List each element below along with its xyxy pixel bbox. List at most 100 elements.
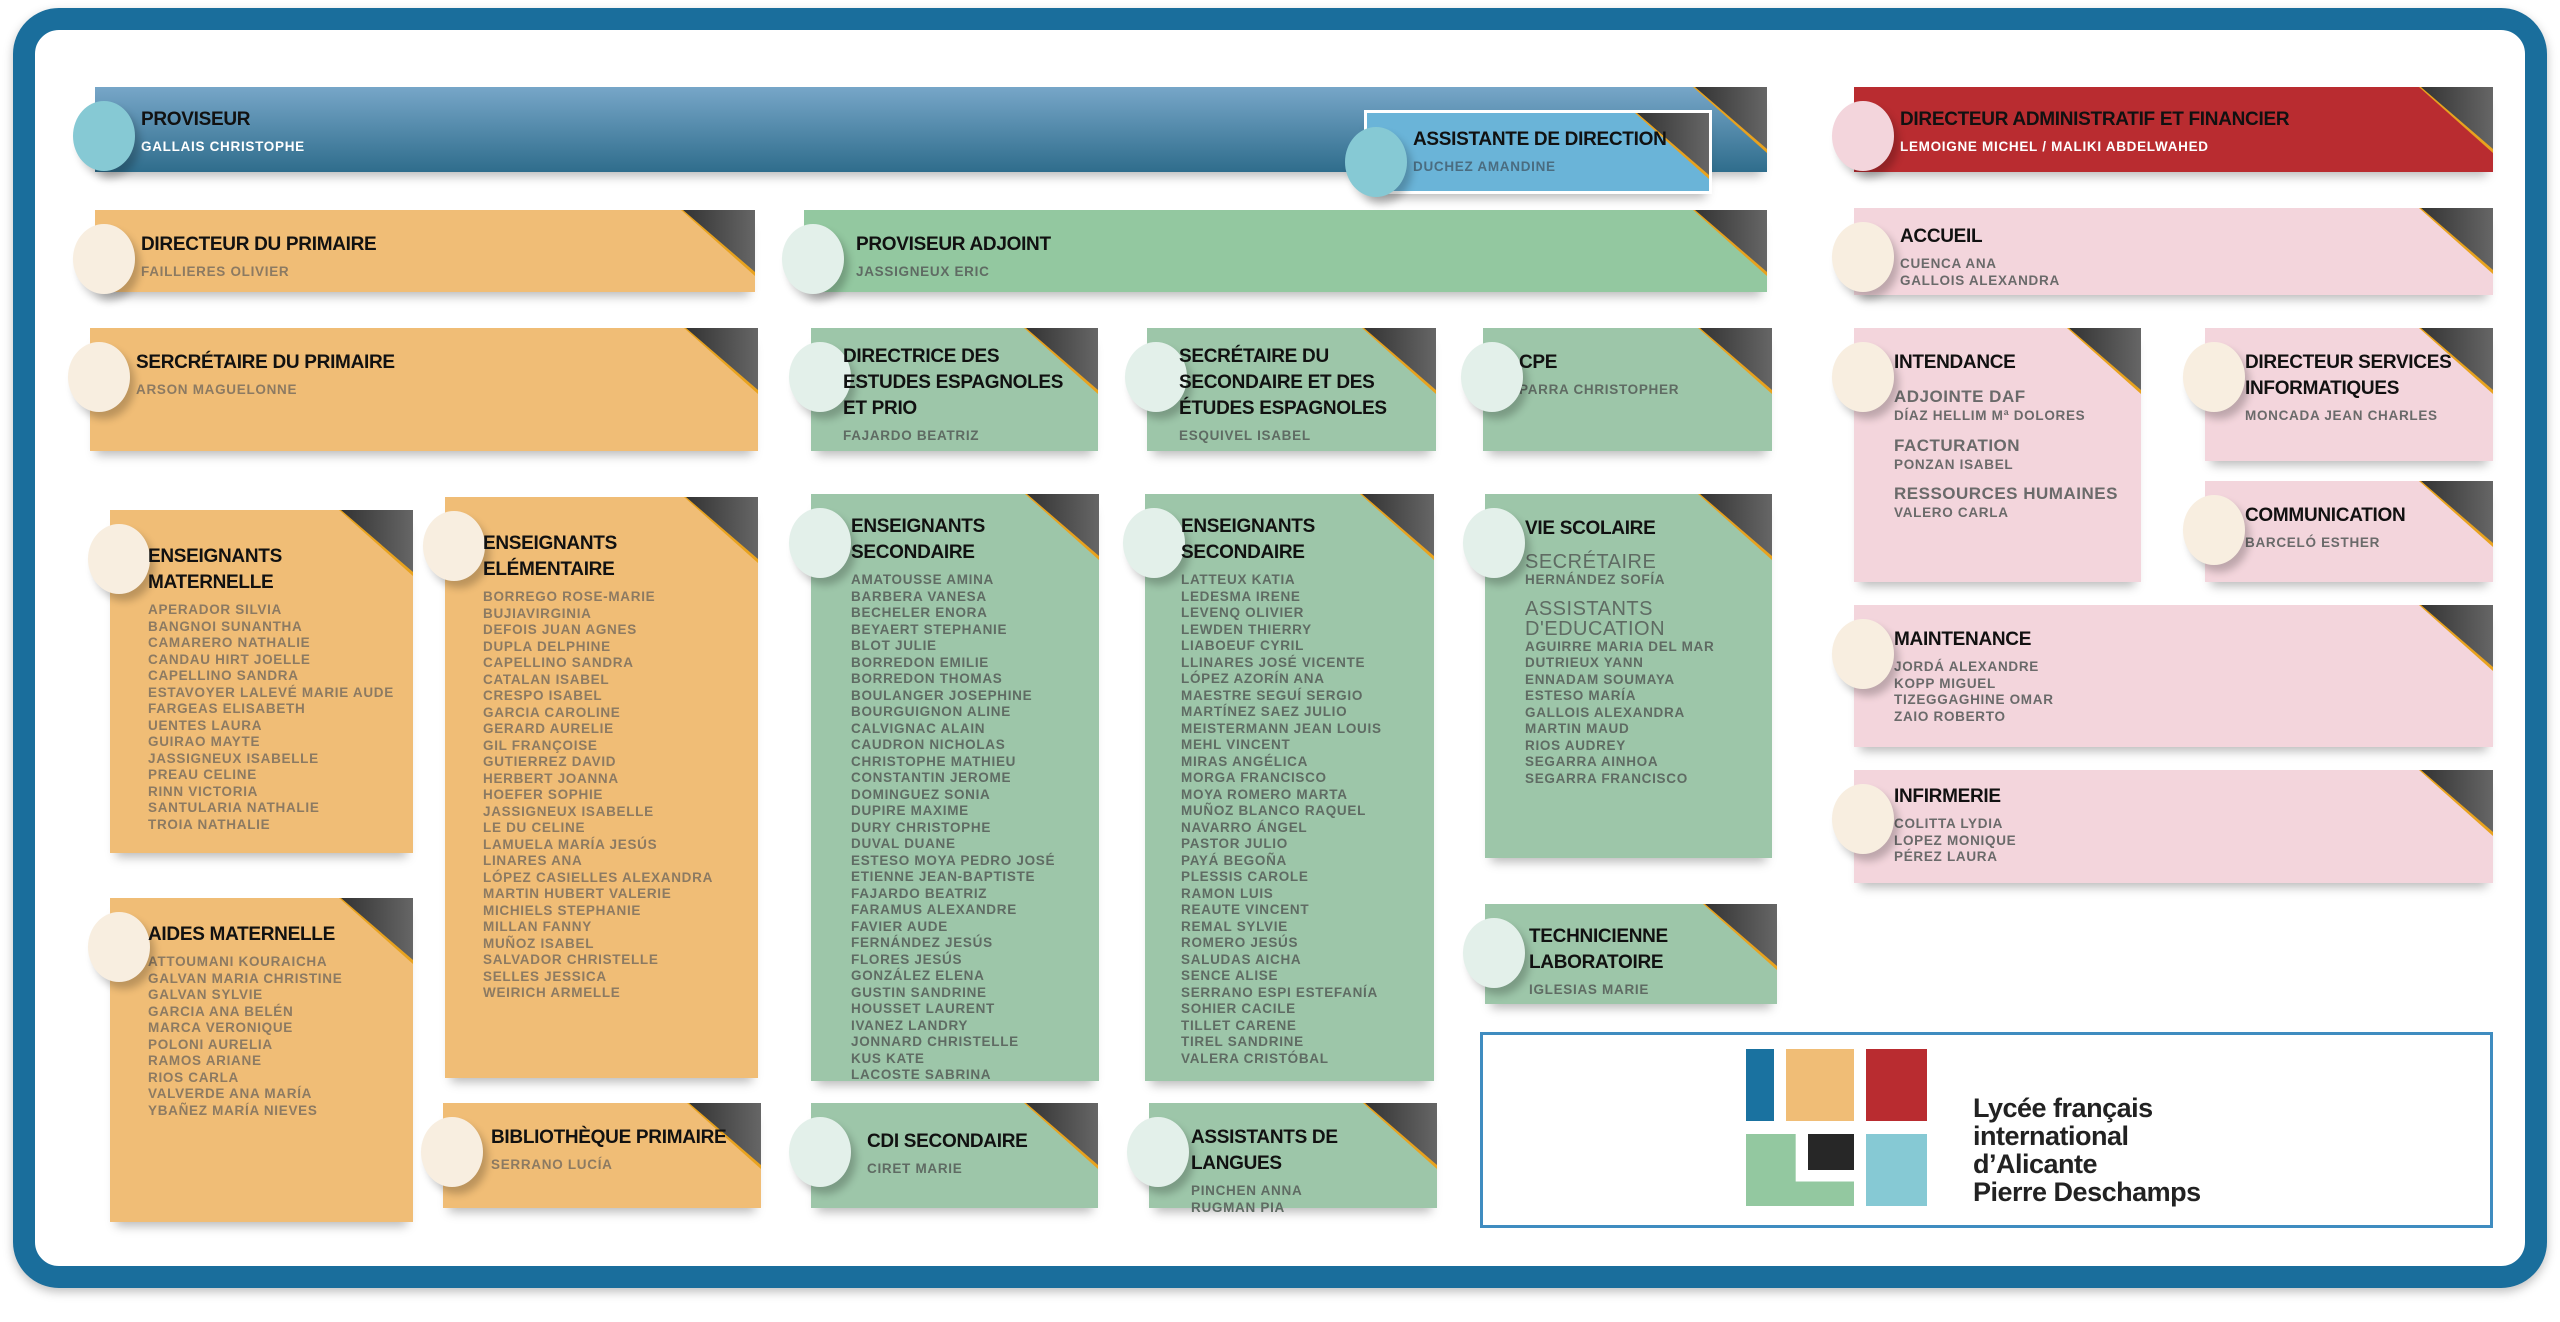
staff-name: NAVARRO ÁNGEL [1181,819,1308,835]
staff-name: FAJARDO BEATRIZ [843,428,980,443]
staff-name: LAMUELA MARÍA JESÚS [483,836,658,852]
staff-name: GARCIA CAROLINE [483,704,621,720]
staff-name: GALVAN SYLVIE [148,987,263,1002]
card-title: BIBLIOTHÈQUE PRIMAIRE [491,1127,727,1148]
card-cpe: CPE PARRA CHRISTOPHER [1461,328,1772,451]
staff-name: MARTIN HUBERT VALERIE [483,886,672,901]
staff-name: LACOSTE SABRINA [851,1067,992,1082]
staff-name: CIRET MARIE [867,1161,963,1176]
staff-name: APERADOR SILVIA [148,602,283,617]
section-heading: ASSISTANTS D'EDUCATION [1525,597,1666,640]
staff-name: VALVERDE ANA MARÍA [148,1086,313,1101]
staff-name: GUTIERREZ DAVID [483,754,617,769]
card-title: ENSEIGNANTS SECONDAIRE [1181,516,1315,563]
staff-name: CAUDRON NICHOLAS [851,737,1006,752]
bullet-circle-icon [88,524,150,594]
staff-name: BORREDON EMILIE [851,654,990,670]
staff-name: BORREGO ROSE-MARIE [483,589,656,604]
card-title: MAINTENANCE [1894,629,2032,650]
staff-name: RIOS CARLA [148,1069,239,1085]
staff-name: FAILLIERES OLIVIER [141,264,290,279]
staff-name: ESTESO MOYA PEDRO JOSÉ [851,852,1056,868]
staff-name: RUGMAN PIA [1191,1199,1285,1215]
staff-name: PLESSIS CAROLE [1181,869,1309,884]
staff-name: DUCHEZ AMANDINE [1413,159,1556,174]
school-name: Lycée français international d’Alicante … [1973,1094,2201,1206]
card-title: ENSEIGNANTS MATERNELLE [148,546,282,593]
staff-name: CAPELLINO SANDRA [483,655,634,670]
staff-name: MAESTRE SEGUÍ SERGIO [1181,687,1364,703]
staff-name: PREAU CELINE [148,767,257,782]
card-title: TECHNICIENNE LABORATOIRE [1529,926,1668,973]
section-heading: SECRÉTAIRE [1525,551,1657,573]
staff-name: RAMOS ARIANE [148,1053,262,1068]
bullet-circle-icon [73,224,135,294]
card-directrice-etudes-espagnoles: DIRECTRICE DES ESTUDES ESPAGNOLES ET PRI… [789,328,1098,451]
staff-name: CALVIGNAC ALAIN [851,720,986,736]
card-title: CPE [1519,352,1558,373]
card-directeur-primaire: DIRECTEUR DU PRIMAIRE FAILLIERES OLIVIER [73,210,755,294]
card-secretaire-secondaire: SECRÉTAIRE DU SECONDAIRE ET DES ÉTUDES E… [1125,328,1436,451]
staff-name: CONSTANTIN JEROME [851,770,1012,785]
staff-name: BOURGUIGNON ALINE [851,704,1011,719]
staff-name: MILLAN FANNY [483,919,592,934]
staff-name: MEHL VINCENT [1181,737,1291,752]
staff-name: GALLAIS CHRISTOPHE [141,139,305,154]
staff-name: UENTES LAURA [148,717,263,733]
staff-name: CUENCA ANA [1900,256,1997,271]
staff-name: JASSIGNEUX ISABELLE [148,750,319,766]
card-section: PARRA CHRISTOPHER [1519,382,1752,399]
card-title: AIDES MATERNELLE [148,924,335,945]
card-title: SECRÉTAIRE DU SECONDAIRE ET DES ÉTUDES E… [1179,346,1387,419]
card-section: FAILLIERES OLIVIER [141,264,735,281]
staff-name: DOMINGUEZ SONIA [851,786,991,802]
staff-name: HOEFER SOPHIE [483,787,604,802]
staff-name: JORDÁ ALEXANDRE [1894,659,2040,674]
staff-name: GALVAN MARIA CHRISTINE [148,970,343,986]
staff-name: MUÑOZ BLANCO RAQUEL [1181,803,1367,818]
staff-name: DUPLA DELPHINE [483,638,611,654]
card-title: DIRECTEUR SERVICES INFORMATIQUES [2245,352,2452,399]
card-section: BARCELÓ ESTHER [2245,535,2473,552]
card-title: PROVISEUR [141,109,251,130]
staff-name: BANGNOI SUNANTHA [148,618,303,634]
staff-name: DUPIRE MAXIME [851,803,969,818]
staff-name: FARAMUS ALEXANDRE [851,902,1017,917]
card-section: GALLAIS CHRISTOPHE [141,139,1747,156]
staff-name: FAJARDO BEATRIZ [851,885,988,901]
staff-name: MONCADA JEAN CHARLES [2245,408,2438,423]
staff-name: TROIA NATHALIE [148,816,271,832]
staff-name: BEYAERT STEPHANIE [851,621,1008,637]
staff-name: LÓPEZ AZORÍN ANA [1181,671,1325,686]
staff-name: MARTIN MAUD [1525,721,1630,736]
staff-name: SEGARRA AINHOA [1525,754,1659,769]
staff-name: PASTOR JULIO [1181,836,1288,851]
staff-name: GALLOIS ALEXANDRA [1900,272,2060,288]
staff-name: ESTESO MARÍA [1525,688,1637,703]
staff-name: PARRA CHRISTOPHER [1519,382,1680,397]
staff-name: MICHIELS STEPHANIE [483,902,642,918]
staff-name: CATALAN ISABEL [483,671,610,687]
staff-name: GUSTIN SANDRINE [851,984,987,1000]
staff-name: MUÑOZ ISABEL [483,935,595,951]
school-logo-box [1480,1032,2493,1228]
bullet-circle-icon [1463,508,1525,578]
bullet-circle-icon [1832,784,1894,854]
staff-name: CAMARERO NATHALIE [148,635,311,650]
card-title: DIRECTEUR DU PRIMAIRE [141,234,377,255]
card-title: INFIRMERIE [1894,786,2001,807]
